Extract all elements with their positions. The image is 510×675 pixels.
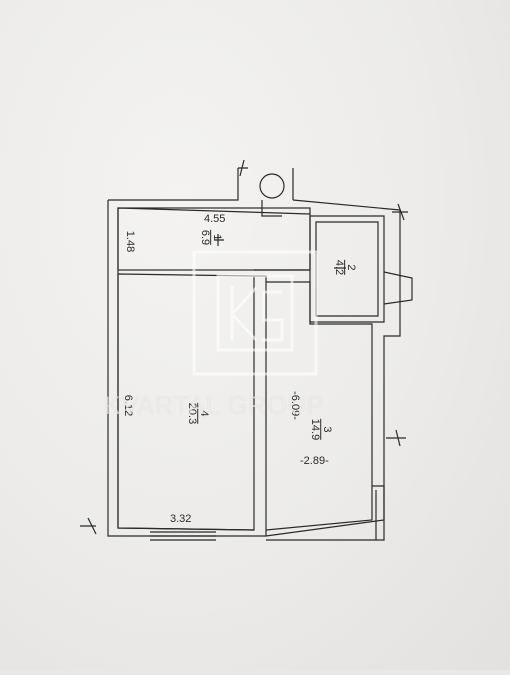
- room-3-number: 3: [320, 418, 333, 441]
- door-mark-right: [392, 203, 408, 221]
- column-marker: [259, 173, 285, 199]
- window-bottom: [150, 531, 216, 541]
- window-right: [266, 485, 385, 541]
- room-1-area: 6.9: [199, 229, 212, 246]
- partition-wall: [254, 269, 310, 536]
- outer-wall-inner: [117, 207, 311, 531]
- room-4-label: 4 20.3: [186, 402, 210, 425]
- room-4-number: 4: [197, 402, 210, 425]
- room-1-number: 1: [210, 229, 223, 246]
- dim-room-height: 6.12: [122, 394, 135, 417]
- room-2-label: 2 4.2: [333, 259, 357, 276]
- dim-room-width: 3.32: [170, 513, 192, 525]
- room-2-area: 4.2: [333, 259, 346, 276]
- room-4-area: 20.3: [186, 402, 199, 425]
- door-mark-kitchen: [386, 429, 406, 447]
- room-2-number: 2: [344, 259, 357, 276]
- room-3-outline: [265, 281, 373, 531]
- dimension-ticks: [214, 234, 346, 269]
- wall-notch: [383, 271, 413, 305]
- room-1-label: 1 6.9: [199, 229, 223, 246]
- room-3-label: 3 14.9: [309, 418, 333, 441]
- door-mark-left: [80, 517, 97, 535]
- door-hall: [261, 200, 282, 217]
- dim-hall-depth: 1.48: [124, 230, 137, 253]
- room-3-area: 14.9: [309, 418, 322, 441]
- entry-mark-top: [238, 159, 248, 177]
- dim-hall-width: 4.55: [204, 213, 226, 225]
- outer-wall: [107, 168, 401, 537]
- dim-kitchen-height: -6.09-: [288, 391, 301, 420]
- dim-kitchen-width: -2.89-: [300, 455, 329, 467]
